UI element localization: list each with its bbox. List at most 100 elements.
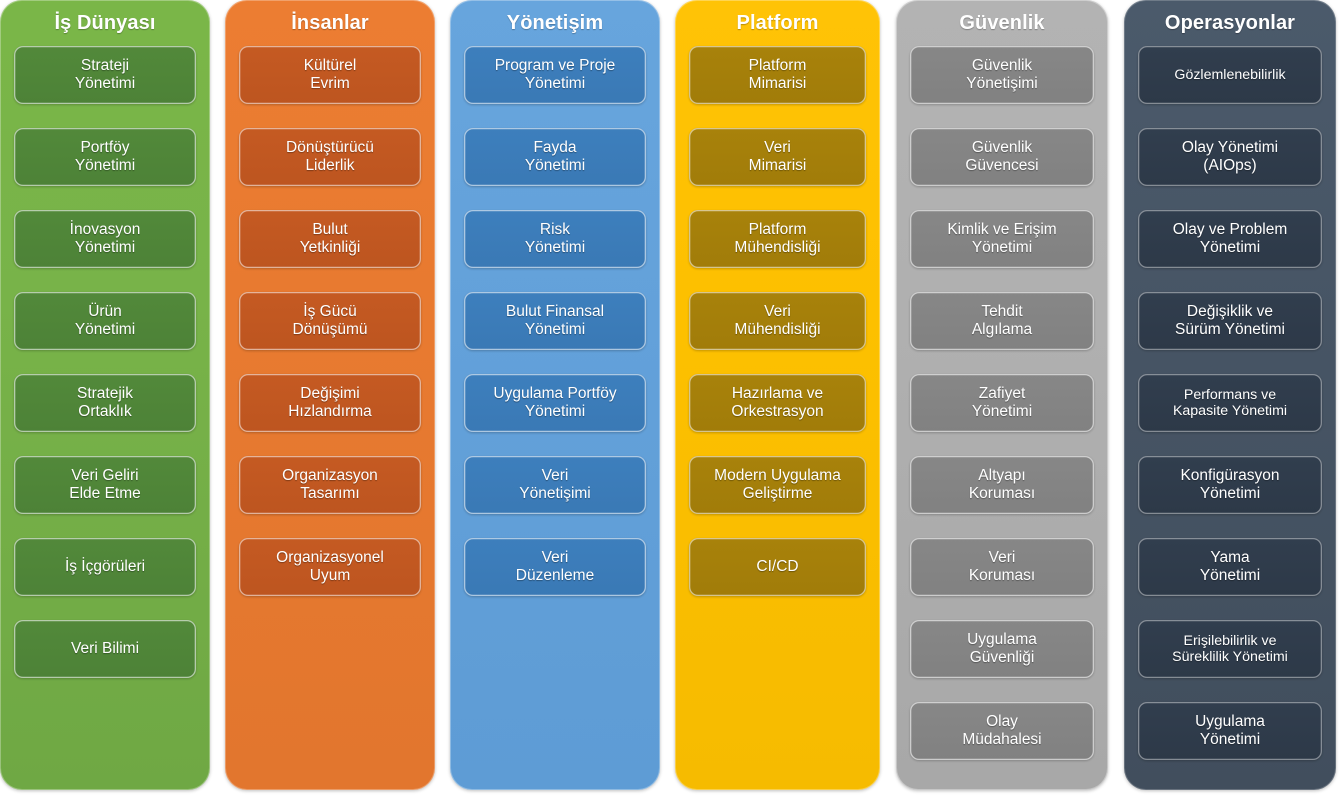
capability-card-label: İş İçgörüleri (64, 558, 146, 576)
capability-card-label: Veri Bilimi (70, 640, 140, 658)
column-header-i-s-dunyasi: İş Dünyası (54, 12, 156, 34)
capability-card[interactable]: Veri Bilimi (14, 620, 196, 678)
capability-card[interactable]: İş İçgörüleri (14, 538, 196, 596)
column-header-operasyonlar: Operasyonlar (1164, 12, 1296, 34)
column-header-i-nsanlar: İnsanlar (291, 12, 369, 34)
capability-card-label: Olay Yönetimi(AIOps) (1181, 139, 1279, 174)
column-header-platform: Platform (736, 12, 819, 34)
capability-card[interactable]: CI/CD (689, 538, 866, 596)
capability-card-label: Gözlemlenebilirlik (1174, 66, 1286, 83)
capability-card-label: CI/CD (756, 558, 799, 576)
column-header-guvenlik: Güvenlik (959, 12, 1045, 34)
capability-card[interactable]: Gözlemlenebilirlik (1138, 46, 1322, 104)
capability-card[interactable]: Olay Yönetimi(AIOps) (1138, 128, 1322, 186)
